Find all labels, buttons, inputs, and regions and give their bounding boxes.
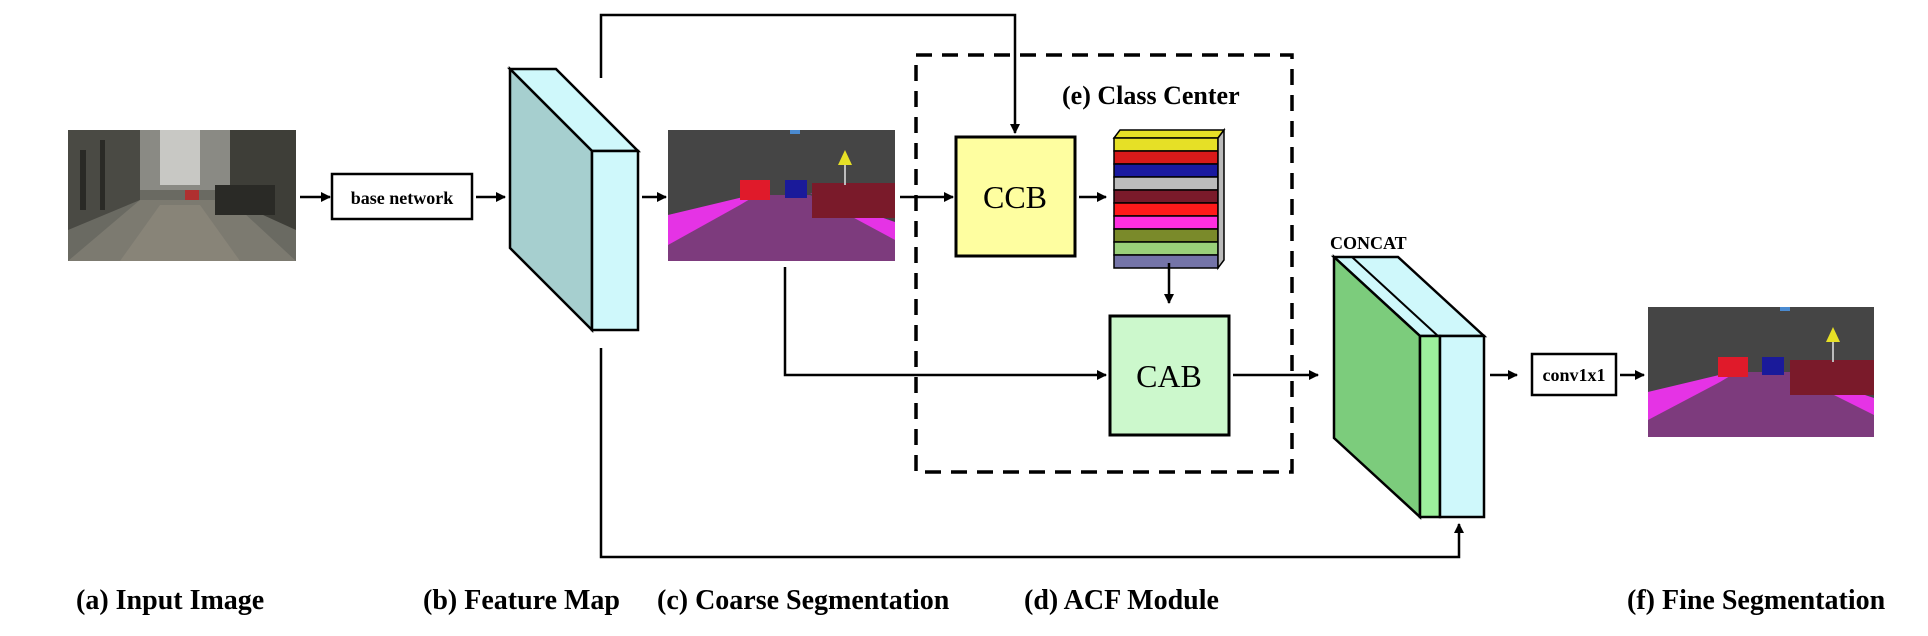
arrow-feature-top-to-ccb <box>599 13 1020 134</box>
stack-layer-0 <box>1113 137 1219 152</box>
base-network-label: base network <box>351 188 454 208</box>
caption-feature-map: (b) Feature Map <box>423 585 620 616</box>
caption-input-image: (a) Input Image <box>76 585 264 616</box>
stack-layer-4 <box>1113 189 1219 204</box>
coarse-segmentation-image <box>668 130 895 261</box>
stack-layer-6 <box>1113 215 1219 230</box>
concat-block <box>1330 254 1488 520</box>
stack-layer-9 <box>1113 254 1219 269</box>
stack-layer-7 <box>1113 228 1219 243</box>
class-center-title: (e) Class Center <box>1062 81 1240 110</box>
conv1x1-label: conv1x1 <box>1543 365 1606 385</box>
stack-layer-8 <box>1113 241 1219 256</box>
caption-coarse-segmentation: (c) Coarse Segmentation <box>657 585 950 616</box>
fine-segmentation-image <box>1648 307 1874 437</box>
arrow-coarse-to-cab <box>783 267 1107 380</box>
class-center-stack <box>1112 127 1226 271</box>
stack-layer-1 <box>1113 150 1219 165</box>
stack-layer-5 <box>1113 202 1219 217</box>
cab-label: CAB <box>1136 358 1202 394</box>
conv1x1-box <box>1530 352 1618 397</box>
feature-map-block <box>506 65 642 334</box>
base-network-box <box>330 172 474 221</box>
caption-fine-segmentation: (f) Fine Segmentation <box>1627 585 1886 616</box>
arrow-feature-bottom-to-concat <box>599 348 1464 559</box>
stack-top-face <box>1112 129 1226 139</box>
cab-box <box>1108 314 1231 437</box>
input-image <box>68 130 296 261</box>
connectors <box>300 13 1645 559</box>
acf-module-frame <box>914 53 1294 474</box>
stack-layer-2 <box>1113 163 1219 178</box>
caption-acf-module: (d) ACF Module <box>1024 585 1219 616</box>
stack-layer-3 <box>1113 176 1219 191</box>
ccb-label: CCB <box>983 179 1047 215</box>
ccb-box <box>954 135 1077 258</box>
stack-side-face <box>1217 127 1225 271</box>
concat-label: CONCAT <box>1330 233 1407 253</box>
